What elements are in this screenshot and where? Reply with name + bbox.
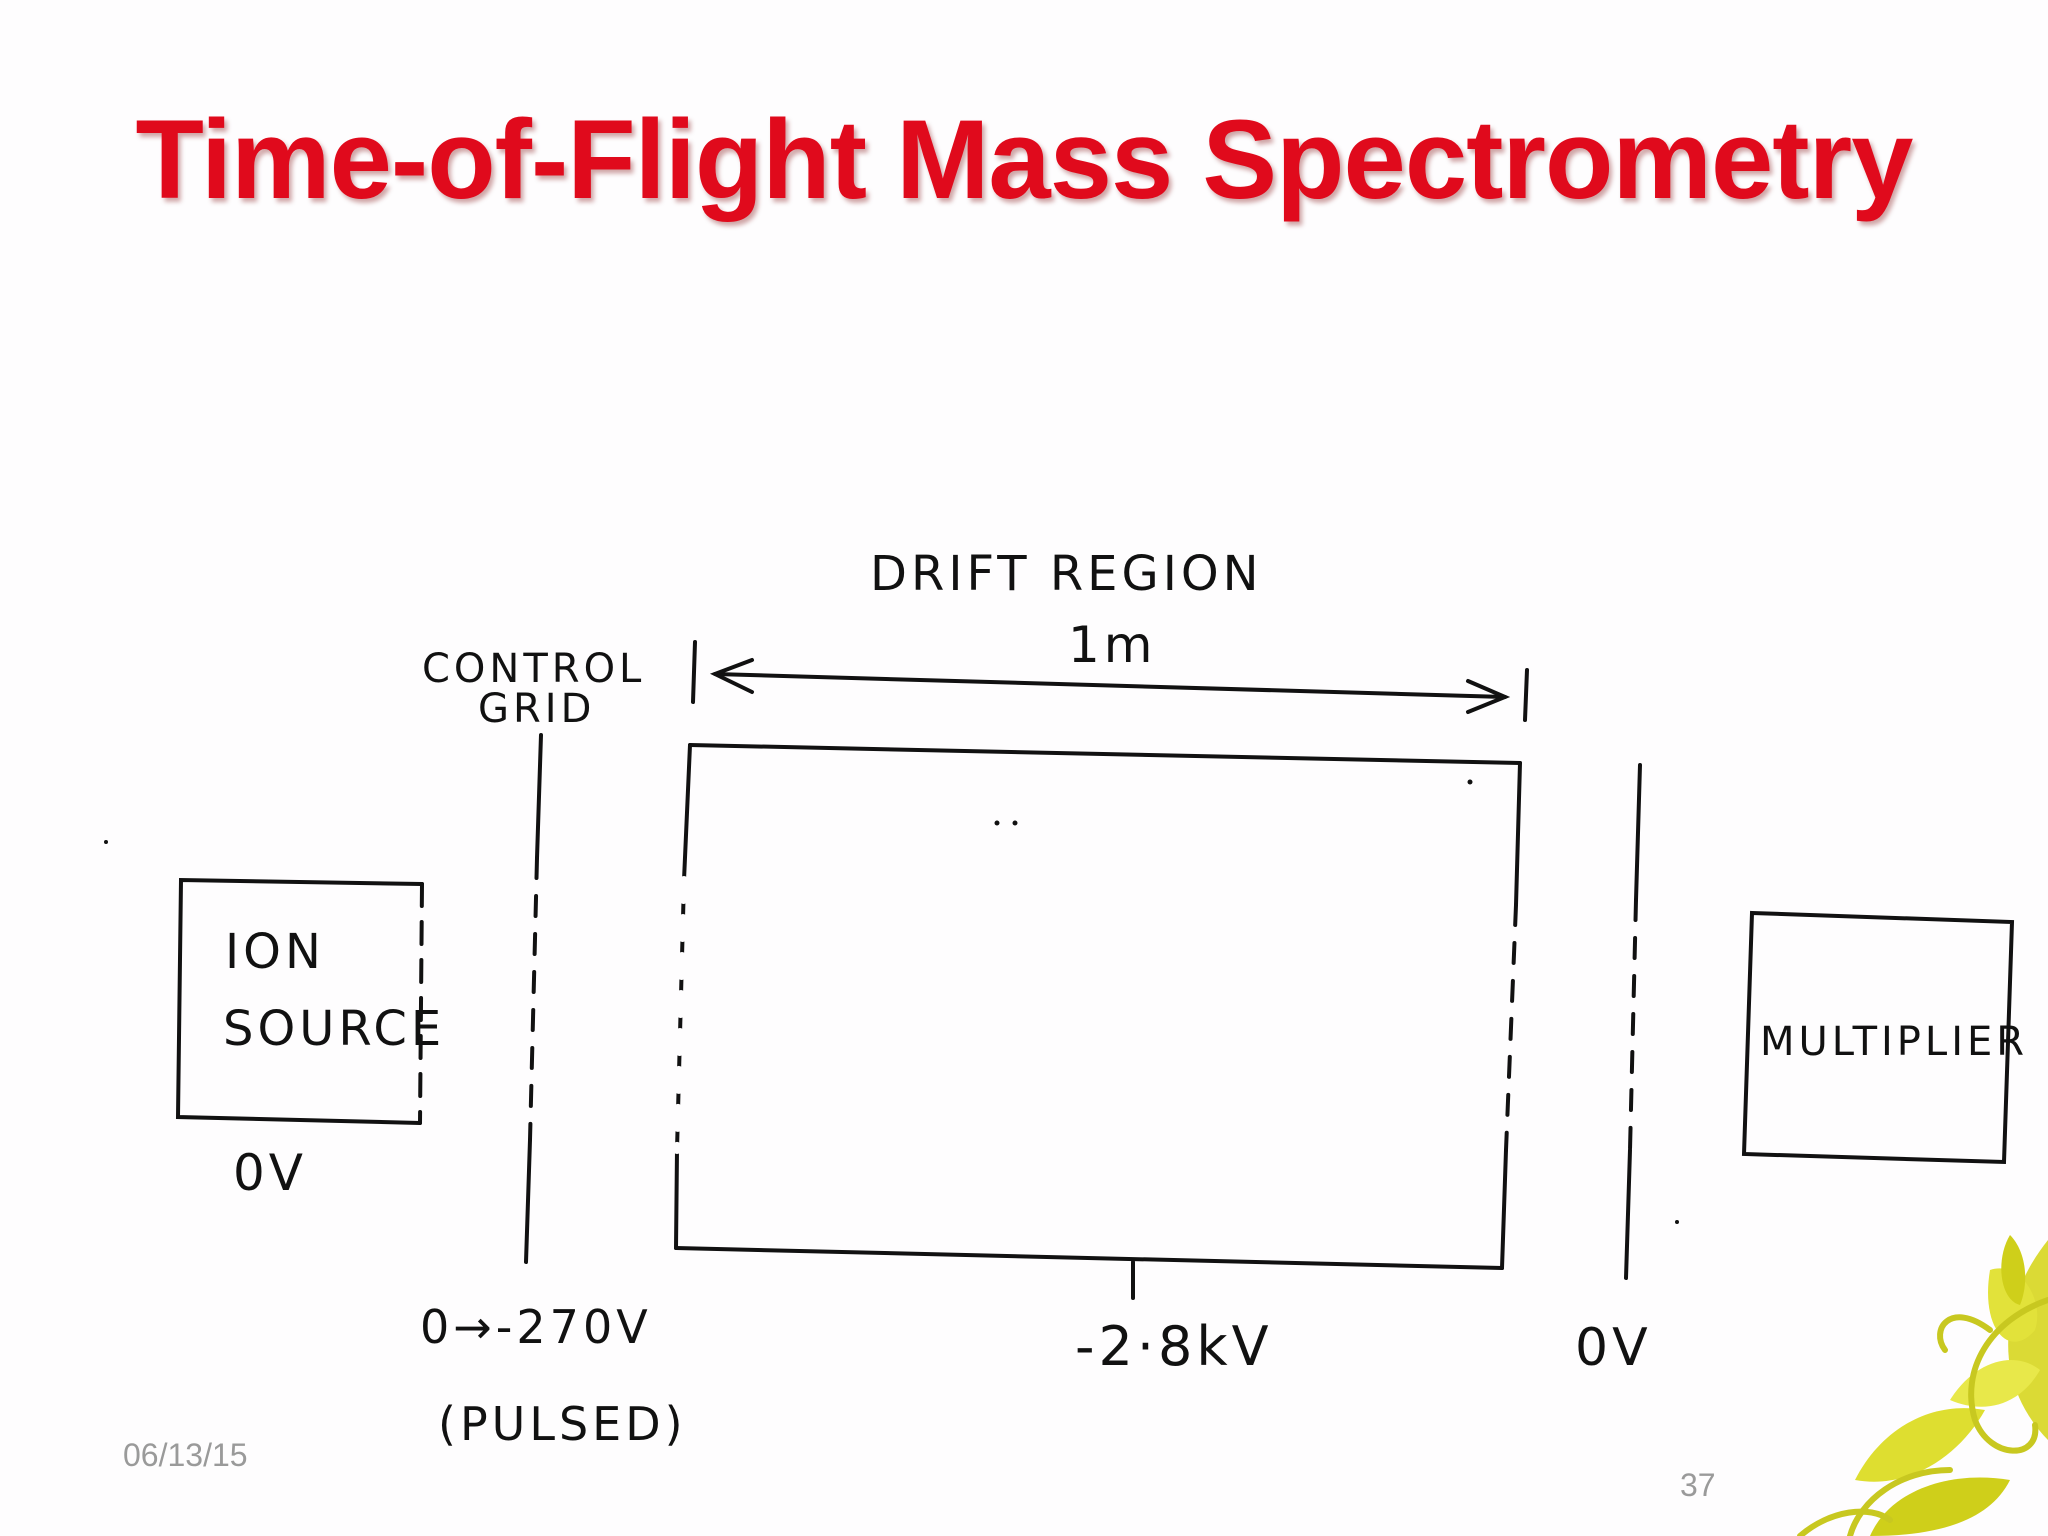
control-grid-dashed [528,856,539,1142]
control-grid-label-line1: CONTROL [422,646,645,692]
exit-grid-dashed [1628,898,1638,1152]
dimension-left-tick [691,640,697,704]
exit-grid-line [1634,763,1642,902]
ion-source-exit-grid [418,882,424,1125]
grid-voltage-label: 0→-270V [420,1300,652,1354]
multiplier-label: MULTIPLIER [1760,1019,2028,1065]
drift-tube-right [1500,761,1522,1270]
slide-page-number: 37 [1680,1467,1716,1503]
grid-pulsed-label: (PULSED) [438,1397,687,1451]
drift-voltage-label: -2·8kV [1075,1315,1273,1378]
exit-voltage-label: 0V [1575,1318,1652,1378]
multiplier-box [1741,910,2015,1165]
source-voltage-label: 0V [233,1144,307,1202]
dimension-right-tick [1523,668,1529,722]
ion-source-box [175,877,424,1125]
dimension-arrow-line [713,672,1507,699]
floral-ornament [1797,1235,2048,1536]
drift-tube-right-grid [1504,903,1518,1152]
dimension-arrow-left-head [709,658,754,694]
dimension-arrow-right-head [1466,679,1511,714]
control-grid-line [535,733,543,860]
drift-tube-top [688,743,1522,765]
exit-grid-lower-line [1624,1148,1632,1280]
ion-source-label-line1: ION [225,924,325,980]
ion-source-label-line2: SOURCE [223,1001,445,1057]
drift-tube-left-grid [673,876,688,1154]
slide-title: Time-of-Flight Mass Spectrometry [135,97,1914,222]
distance-label: 1m [1068,616,1157,674]
drift-region-label: DRIFT REGION [870,546,1263,602]
drift-tube-bottom [674,1246,1504,1270]
control-grid-lower-line [524,1138,532,1264]
control-grid-label-line2: GRID [478,686,595,732]
slide-date: 06/13/15 [123,1437,248,1473]
